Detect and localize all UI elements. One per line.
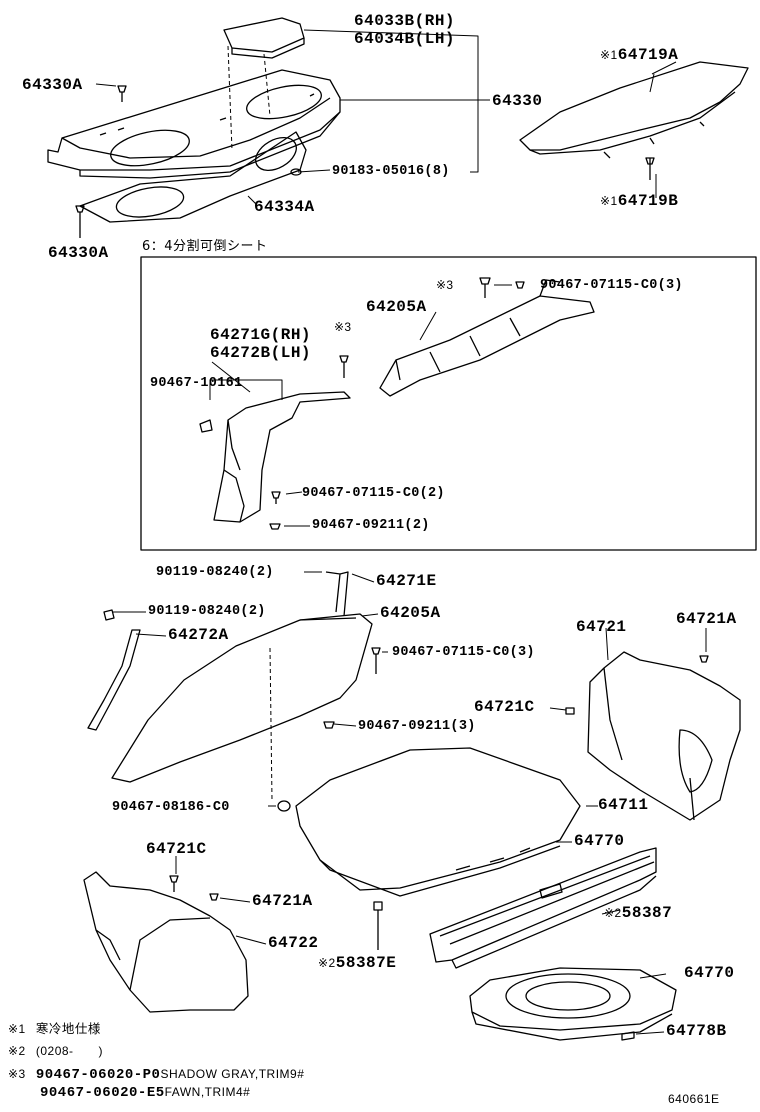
- label-90119-08240-a: 90119-08240(2): [156, 565, 274, 580]
- footnote-3-code-1: 90467-06020-P0: [35, 1067, 161, 1083]
- inset-title: 6：4分割可倒シート: [142, 239, 268, 254]
- label-64334a: 64334A: [254, 198, 315, 216]
- label-90119-08240-b: 90119-08240(2): [148, 604, 266, 619]
- label-64711: 64711: [598, 796, 649, 814]
- footnote-1: ※1 寒冷地仕様: [8, 1020, 101, 1038]
- side-trim-64271g: [213, 391, 351, 523]
- label-64033b: 64033B(RH): [354, 12, 456, 30]
- label-58387: ※258387: [604, 904, 672, 922]
- label-64272a: 64272A: [168, 626, 229, 644]
- rear-shelf-cover-64719a: [519, 61, 749, 159]
- label-58387-code: 58387: [621, 904, 673, 922]
- label-64719a: ※164719A: [600, 46, 678, 64]
- label-64721a-left: 64721A: [252, 892, 313, 910]
- speaker-panel-64334a: [79, 131, 307, 223]
- trunk-mat-64711: [295, 747, 581, 897]
- speaker-cover-64033b: [223, 17, 305, 59]
- label-64721: 64721: [576, 618, 627, 636]
- label-64770-top: 64770: [574, 832, 625, 850]
- footnote-2-text: (0208- ): [35, 1044, 104, 1058]
- trunk-side-trim-64721: [587, 651, 741, 821]
- footnote-3-code-2: 90467-06020-E5: [40, 1085, 165, 1101]
- footnote-3-line-1: ※3 90467-06020-P0SHADOW GRAY,TRIM9#: [8, 1065, 304, 1084]
- label-90467-07115-c: 90467-07115-C0(3): [392, 645, 535, 660]
- wheel-house-trim-64722: [83, 871, 249, 1013]
- footnote-3-desc-1: SHADOW GRAY,TRIM9#: [160, 1067, 305, 1081]
- footnote-1-text: 寒冷地仕様: [35, 1021, 101, 1036]
- label-64034b: 64034B(LH): [354, 30, 456, 48]
- label-64330a-bottom: 64330A: [48, 244, 109, 262]
- label-64271e: 64271E: [376, 572, 437, 590]
- mark-3-a: ※3: [436, 276, 453, 296]
- trim-64205a-inset: [379, 279, 595, 397]
- label-64330a-top: 64330A: [22, 76, 83, 94]
- label-90467-07115-a: 90467-07115-C0(3): [540, 278, 683, 293]
- label-64770-bottom: 64770: [684, 964, 735, 982]
- footnote-3-mark: ※3: [8, 1067, 26, 1081]
- mark-1-b: ※1: [600, 194, 618, 208]
- label-64719b-code: 64719B: [617, 192, 679, 210]
- label-64721a-right: 64721A: [676, 610, 737, 628]
- reference-number: 640661E: [668, 1092, 720, 1106]
- label-64271g: 64271G(RH): [210, 326, 312, 344]
- label-90183-05016: 90183-05016(8): [332, 164, 450, 179]
- mark-3-a-text: ※3: [436, 278, 454, 292]
- leader-lines: [112, 73, 707, 1035]
- label-64272b: 64272B(LH): [210, 344, 312, 362]
- mark-2-a: ※2: [604, 906, 622, 920]
- trim-panel-64205a: [111, 613, 373, 783]
- spare-tire-cover-64770: [469, 967, 677, 1041]
- package-tray-64330: [47, 69, 341, 179]
- scuff-plate-58387: [429, 847, 657, 969]
- footnote-2: ※2 (0208- ): [8, 1042, 103, 1060]
- footnote-3-desc-2: FAWN,TRIM4#: [164, 1085, 251, 1099]
- label-64330: 64330: [492, 92, 543, 110]
- footnote-2-mark: ※2: [8, 1044, 26, 1058]
- label-90467-09211-a: 90467-09211(2): [312, 518, 430, 533]
- label-90467-09211-b: 90467-09211(3): [358, 719, 476, 734]
- label-64205a-inset: 64205A: [366, 298, 427, 316]
- inset-frame: [140, 256, 757, 551]
- mark-2-b: ※2: [318, 956, 336, 970]
- footnote-1-mark: ※1: [8, 1022, 26, 1036]
- label-64721c-left: 64721C: [146, 840, 207, 858]
- mark-1-a: ※1: [600, 48, 618, 62]
- label-64778b: 64778B: [666, 1022, 727, 1040]
- label-58387e-code: 58387E: [335, 954, 397, 972]
- mark-3-b-text: ※3: [334, 320, 352, 334]
- label-64721c-right: 64721C: [474, 698, 535, 716]
- label-90467-08186: 90467-08186-C0: [112, 800, 230, 815]
- label-64205a: 64205A: [380, 604, 441, 622]
- trim-strip-64272a: [87, 629, 141, 731]
- label-90467-07115-b: 90467-07115-C0(2): [302, 486, 445, 501]
- mark-3-b: ※3: [334, 318, 351, 338]
- label-90467-10161: 90467-10161: [150, 376, 243, 391]
- footnote-3-line-2: 90467-06020-E5FAWN,TRIM4#: [40, 1083, 250, 1102]
- label-64719b: ※164719B: [600, 192, 678, 210]
- label-64719a-code: 64719A: [617, 46, 679, 64]
- label-58387e: ※258387E: [318, 954, 396, 972]
- label-64722: 64722: [268, 934, 319, 952]
